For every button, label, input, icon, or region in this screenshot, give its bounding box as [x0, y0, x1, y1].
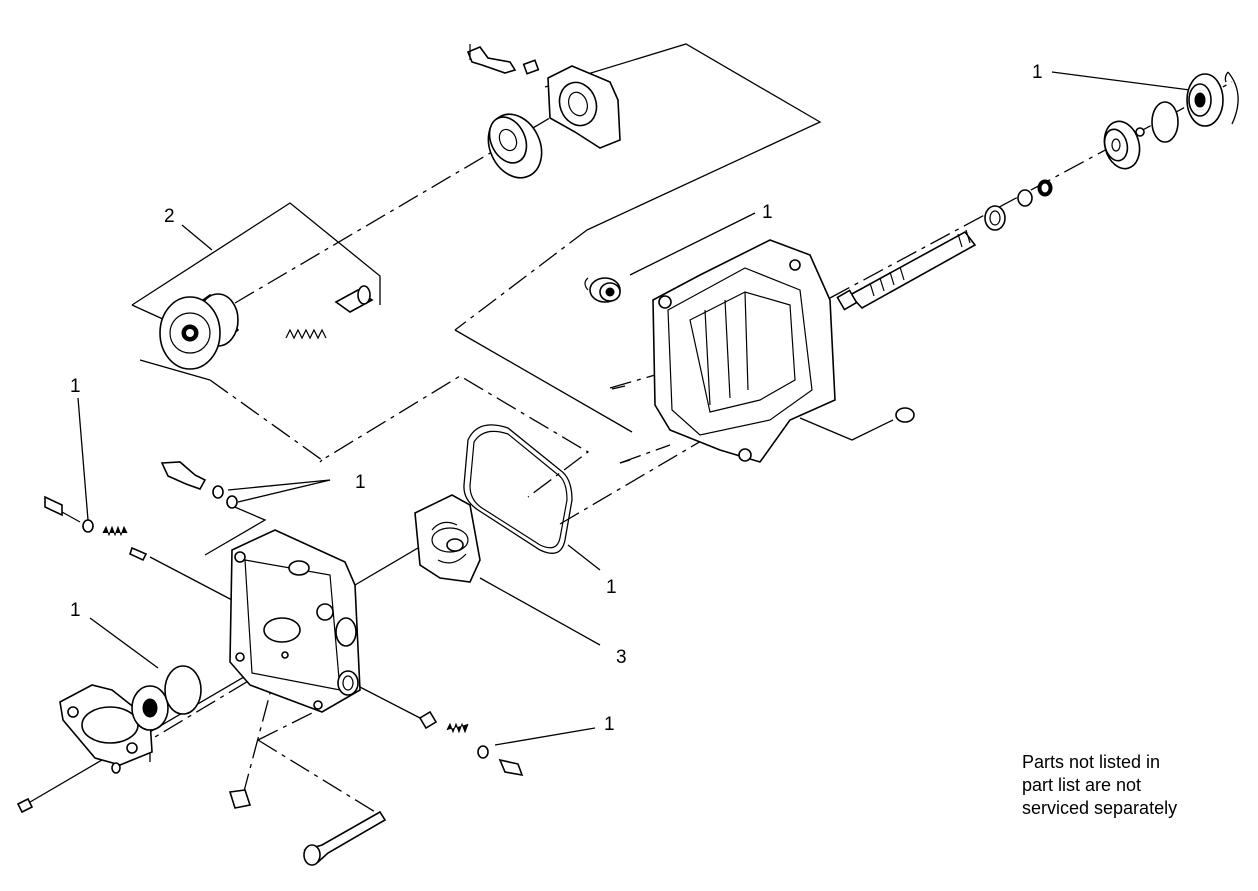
callout-1: 1	[355, 472, 366, 493]
pin-axis-upper	[609, 374, 656, 389]
spring-and-pin-part	[285, 285, 374, 340]
note-line-3: serviced separately	[1022, 798, 1177, 818]
control-lever-part	[466, 44, 540, 75]
barrel-bracket-left	[131, 304, 166, 321]
service-note: Parts not listed in part list are not se…	[1022, 752, 1177, 818]
front-axis-right	[559, 426, 726, 525]
bolt-line-b	[257, 739, 381, 816]
callout-1: 1	[604, 714, 615, 735]
shaft-seal-and-ring-part	[1151, 71, 1239, 143]
valve-spring-lower-part	[418, 710, 524, 777]
drive-shaft-part	[836, 179, 1053, 311]
bracket-line-top	[544, 43, 822, 231]
valve-bracket	[204, 504, 267, 556]
center-bracket	[209, 375, 590, 498]
callout-3: 3	[616, 647, 627, 668]
swash-bracket-part	[547, 65, 621, 149]
valve-spring-upper-part	[44, 495, 148, 562]
leader-7	[479, 577, 601, 646]
leader-5a	[227, 479, 331, 491]
housing-bracket-bottom	[799, 417, 894, 441]
pins-part	[611, 385, 631, 464]
center-bracket-end	[319, 459, 323, 463]
leader-5b	[237, 479, 331, 503]
assembly-lines	[24, 43, 1233, 816]
leader-6	[567, 544, 601, 571]
callout-1: 1	[70, 600, 81, 621]
callout-labels: 1 1 2 1 1 1 3 1 1	[70, 62, 1043, 735]
callout-2: 2	[164, 206, 175, 227]
barrel-bracket-top	[131, 202, 381, 306]
leader-9	[494, 727, 596, 746]
valve-line-left	[149, 556, 233, 601]
housing-seal-part	[584, 277, 621, 303]
callout-1: 1	[762, 202, 773, 223]
bolt-line-a	[257, 707, 323, 741]
axis-line-top-left	[454, 229, 588, 331]
cylinder-barrel-part	[159, 293, 240, 370]
note-line-1: Parts not listed in	[1022, 752, 1160, 772]
leader-2	[629, 212, 756, 276]
cover-plate-part	[59, 665, 202, 766]
leader-1	[1051, 71, 1191, 91]
leader-8	[89, 617, 159, 669]
plug-line	[242, 681, 274, 796]
valve-line-right	[355, 684, 421, 719]
pump-housing-part	[652, 239, 915, 463]
leader-lines	[77, 71, 1191, 746]
valve-plate-part	[414, 494, 481, 583]
shaft-bearing-part	[1103, 120, 1145, 170]
bracket-line-mid	[454, 329, 633, 433]
end-cover-part	[229, 529, 361, 713]
housing-gasket-part	[463, 424, 573, 554]
fasteners-part	[16, 762, 387, 866]
sensor-fitting-part	[160, 461, 238, 509]
bearing-top-part	[487, 113, 543, 179]
leader-3	[181, 224, 213, 251]
leader-4	[77, 397, 89, 521]
callout-1: 1	[70, 376, 81, 397]
callout-1: 1	[1032, 62, 1043, 83]
barrel-bracket-bottom	[139, 359, 211, 381]
callout-1: 1	[606, 577, 617, 598]
note-line-2: part list are not	[1022, 775, 1141, 795]
